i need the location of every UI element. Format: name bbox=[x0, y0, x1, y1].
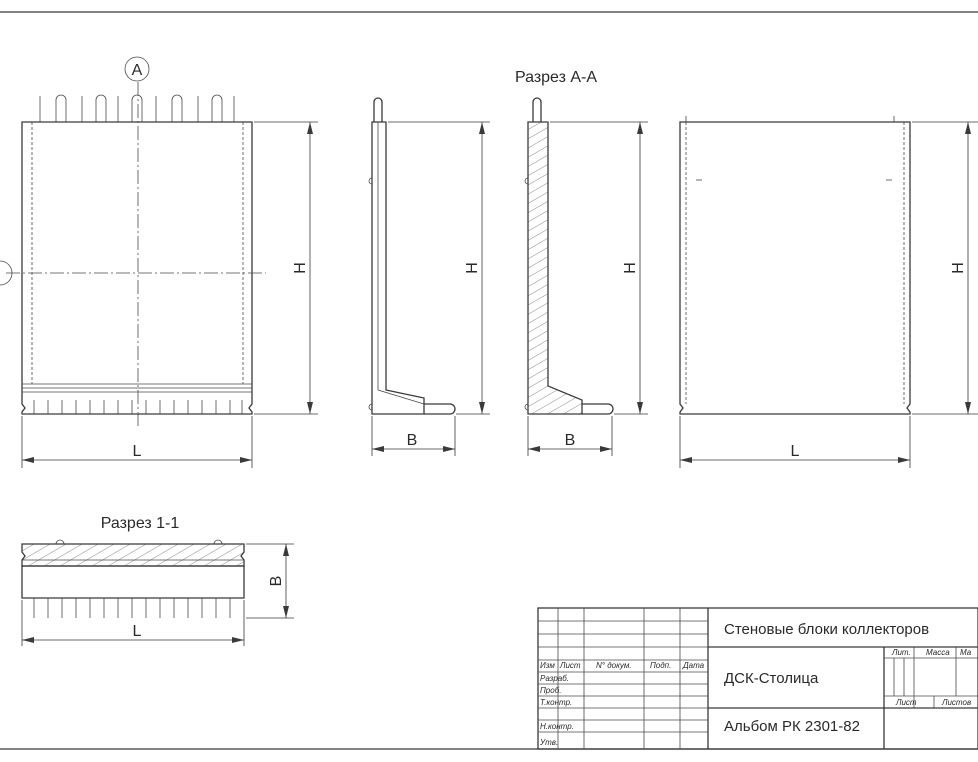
section-aa-title: Разрез А-А bbox=[515, 69, 597, 86]
dim-h-label-4: H bbox=[950, 262, 967, 274]
dimension-l-section11: L bbox=[21, 600, 245, 646]
role-razrab: Разраб. bbox=[540, 674, 569, 683]
rear-view: H L bbox=[679, 116, 978, 468]
bottom-bars bbox=[33, 400, 243, 414]
role-prob: Проб. bbox=[540, 686, 561, 695]
role-utv: Утв. bbox=[539, 738, 558, 747]
lit-label: Лит. bbox=[891, 648, 911, 657]
dimension-b-side: B bbox=[371, 416, 456, 456]
dimension-h-front: H bbox=[254, 121, 318, 415]
title-block-title: Стеновые блоки коллекторов bbox=[724, 621, 929, 638]
col-izm: Изм bbox=[540, 661, 555, 670]
dimension-l-front: L bbox=[21, 416, 253, 468]
section-11-bars bbox=[33, 598, 231, 618]
dim-h-label-1: H bbox=[292, 262, 309, 274]
section-11: Разрез 1-1 B bbox=[21, 515, 294, 646]
dim-b-label-3: B bbox=[268, 576, 285, 587]
dim-l-label-1: L bbox=[133, 443, 142, 460]
section-aa: Разрез А-А H B bbox=[515, 69, 648, 456]
dimension-h-side: H bbox=[388, 121, 490, 415]
dim-l-label-2: L bbox=[791, 443, 800, 460]
section-callout-1 bbox=[0, 260, 13, 286]
callout-a-label: А bbox=[132, 62, 143, 79]
role-nkontr: Н.контр. bbox=[540, 722, 574, 731]
dim-b-label-1: B bbox=[407, 432, 418, 449]
role-tkontr: Т.контр. bbox=[540, 698, 572, 707]
dimension-h-section: H bbox=[550, 121, 648, 415]
dim-h-label-3: H bbox=[622, 262, 639, 274]
dim-l-label-3: L bbox=[133, 623, 142, 640]
dimension-h-rear: H bbox=[912, 121, 978, 415]
col-doc: N° докум. bbox=[596, 661, 632, 670]
dimension-l-rear: L bbox=[679, 416, 911, 468]
sheet-label: Лист bbox=[895, 698, 917, 707]
section-callout-a bbox=[124, 56, 150, 82]
dim-b-label-2: B bbox=[565, 432, 576, 449]
title-block-album: Альбом РК 2301-82 bbox=[724, 718, 860, 735]
title-block: Стеновые блоки коллекторов ДСК-Столица А… bbox=[537, 607, 978, 750]
title-block-org: ДСК-Столица bbox=[724, 670, 819, 687]
dimension-b-section11: B bbox=[246, 543, 294, 619]
scale-label: Ма bbox=[960, 648, 972, 657]
section-11-title: Разрез 1-1 bbox=[101, 515, 180, 532]
col-date: Дата bbox=[682, 661, 705, 670]
col-sign: Подп. bbox=[650, 661, 671, 670]
front-view: А H L bbox=[0, 56, 318, 468]
col-list: Лист bbox=[559, 661, 581, 670]
lifting-loops bbox=[39, 94, 235, 122]
side-view: H B bbox=[368, 97, 490, 456]
mass-label: Масса bbox=[926, 648, 950, 657]
sheets-label: Листов bbox=[941, 698, 971, 707]
dimension-b-section: B bbox=[527, 416, 613, 456]
dim-h-label-2: H bbox=[464, 262, 481, 274]
